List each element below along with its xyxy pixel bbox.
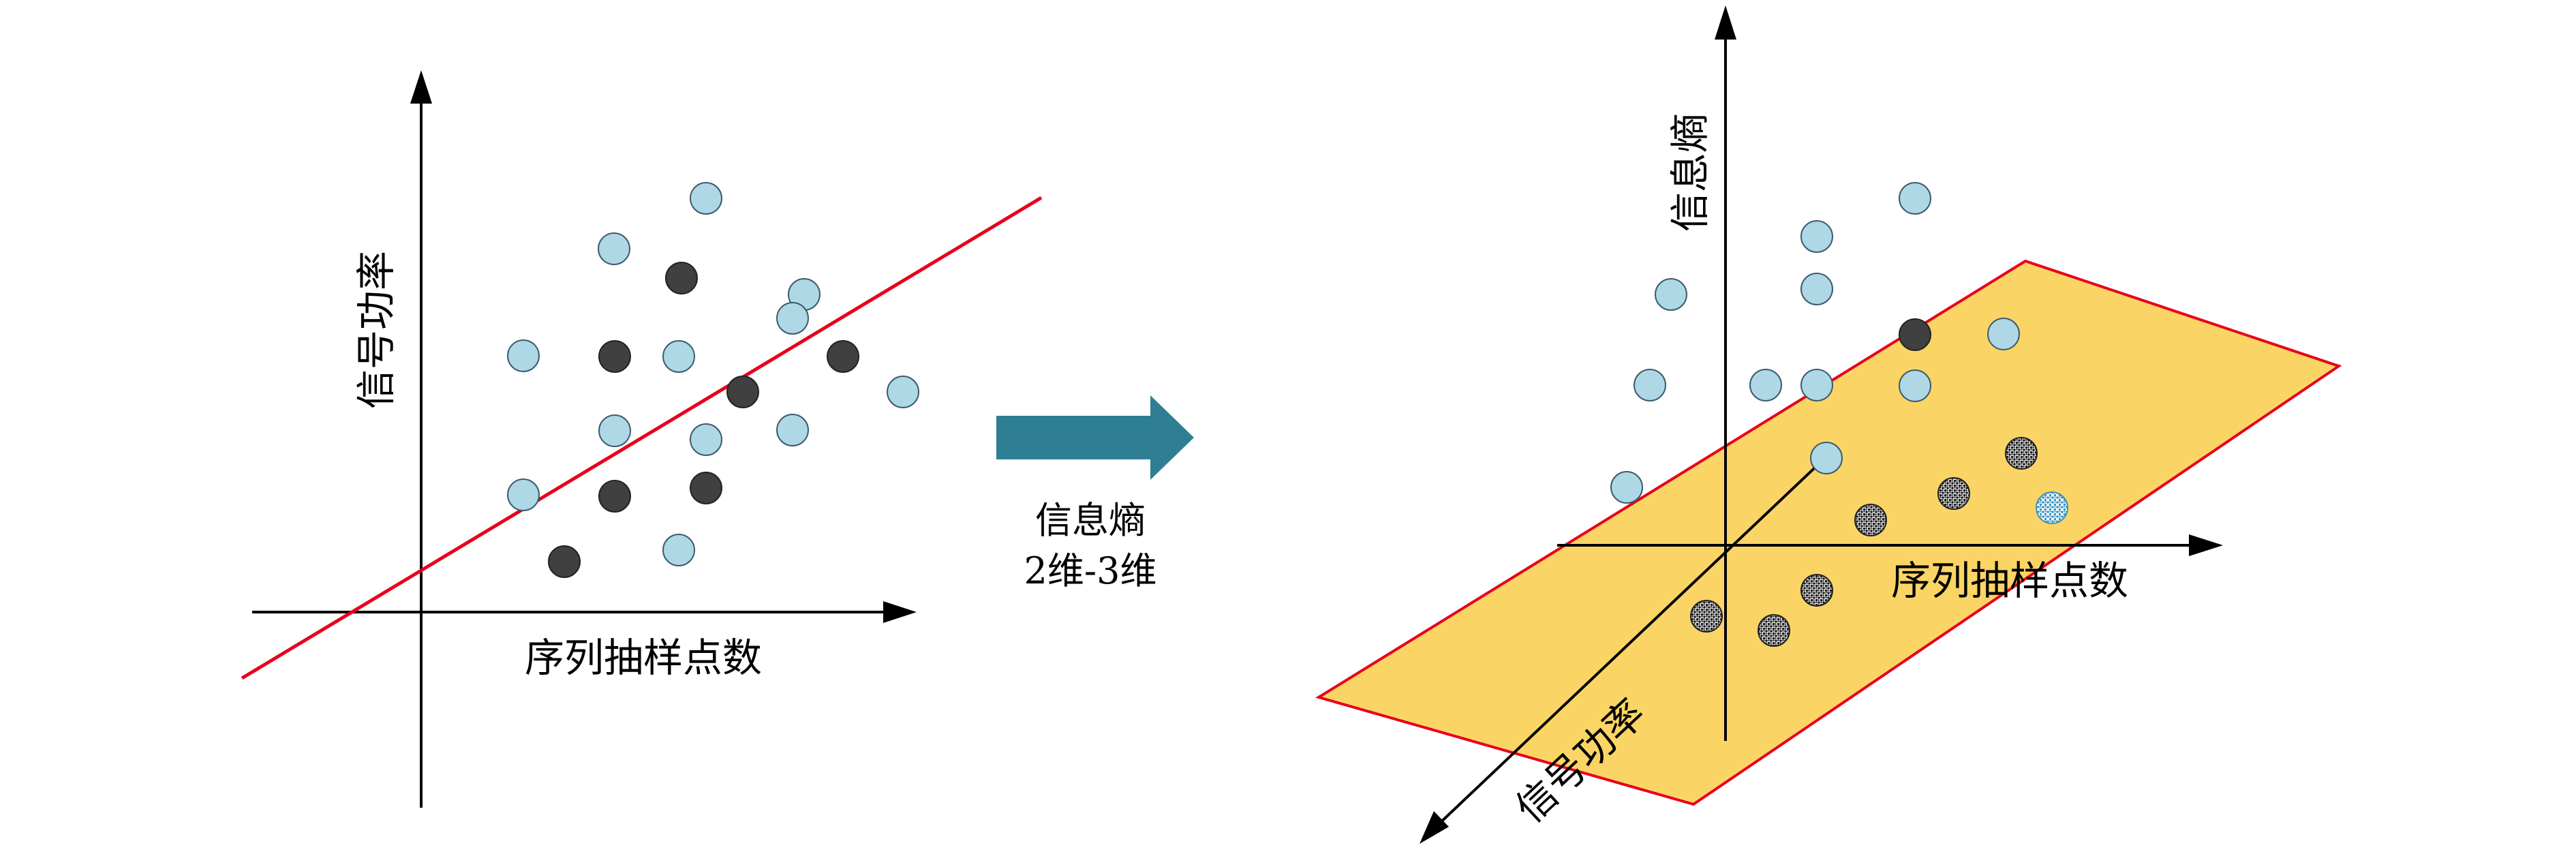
right-horizontal-axis-arrowhead	[2189, 534, 2223, 556]
left-y-axis-label: 信号功率	[353, 251, 399, 409]
light-data-point	[507, 339, 540, 372]
light-data-point	[776, 414, 809, 446]
left-x-axis-arrowhead	[883, 601, 917, 623]
light-data-point	[887, 376, 919, 408]
light-data-point	[776, 302, 809, 335]
right-vertical-axis-label: 信息熵	[1667, 113, 1713, 232]
transition-label-line1: 信息熵	[1035, 499, 1146, 542]
right-vertical-axis-arrowhead	[1715, 5, 1736, 40]
speckled-data-point	[1937, 477, 1970, 510]
light-data-point	[1749, 369, 1782, 401]
light-data-point	[690, 182, 722, 215]
left-y-axis-arrowhead	[410, 70, 432, 104]
dark-data-point	[665, 262, 698, 294]
light-data-point	[1810, 442, 1843, 474]
left-regression-line	[241, 196, 1043, 680]
dark-data-point	[726, 376, 759, 408]
dark-data-point	[598, 340, 631, 373]
speckled-data-point	[1854, 504, 1887, 536]
light-data-point	[598, 414, 631, 447]
left-x-axis-label: 序列抽样点数	[525, 635, 762, 681]
light-data-point	[1800, 273, 1833, 305]
transition-label-line2: 2维-3维	[1024, 549, 1157, 592]
speckled-data-point	[2005, 437, 2038, 470]
light-data-point	[662, 534, 695, 566]
dark-data-point	[827, 340, 859, 373]
light-data-point	[662, 340, 695, 373]
right-3d-panel: 信息熵 序列抽样点数 信号功率	[1315, 5, 2342, 844]
transition-arrow	[996, 395, 1194, 480]
light-data-point	[1800, 369, 1833, 401]
light-data-point	[1800, 220, 1833, 253]
light-data-point	[1634, 369, 1666, 401]
light-data-point	[1899, 369, 1931, 402]
dark-data-point	[690, 472, 722, 504]
light-data-point	[507, 478, 540, 511]
light-data-point	[1655, 278, 1687, 311]
light-data-point	[690, 423, 722, 456]
right-depth-axis	[1435, 457, 1826, 828]
speckled-data-point	[1800, 574, 1833, 607]
right-horizontal-axis-label: 序列抽样点数	[1891, 558, 2128, 604]
left-scatter-panel: 序列抽样点数 信号功率	[241, 70, 1043, 808]
light-data-point	[1899, 182, 1931, 215]
light-data-point	[1987, 318, 2020, 350]
right-depth-axis-arrowhead	[1420, 811, 1449, 844]
speckled-data-point	[1690, 600, 1723, 633]
speckled-data-point	[1758, 614, 1790, 647]
speckled-light-data-point	[2036, 491, 2068, 524]
transition-group: 信息熵 2维-3维	[996, 395, 1194, 592]
light-data-point	[1610, 471, 1643, 504]
dark-data-point	[598, 480, 631, 513]
separating-plane	[1315, 259, 2342, 806]
dark-data-point	[1899, 318, 1931, 351]
light-data-point	[598, 232, 630, 265]
dark-data-point	[548, 545, 581, 578]
